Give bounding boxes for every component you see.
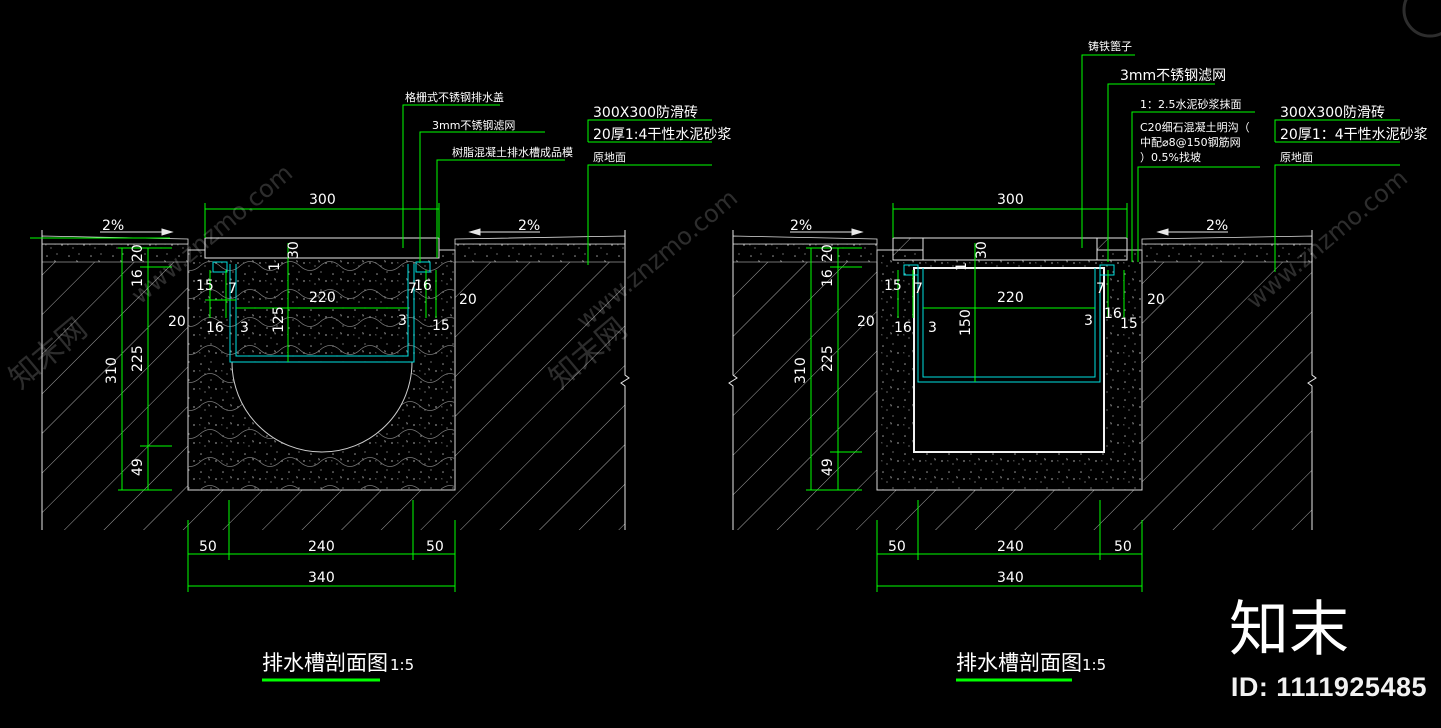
left-dim-3r: 3	[398, 313, 407, 329]
left-dim-7: 7	[228, 281, 237, 297]
left-earth-right	[455, 262, 625, 530]
left-dim-1: 1	[267, 262, 283, 271]
right-dim-340: 340	[997, 570, 1024, 586]
right-dim-50b: 50	[1114, 539, 1132, 555]
left-layer-mortar: 20厚1:4干性水泥砂浆	[593, 127, 731, 143]
right-dim-16r: 16	[1104, 306, 1122, 322]
left-dim-220: 220	[309, 290, 336, 306]
right-dim-3: 3	[928, 320, 937, 336]
right-callout-mesh: 3mm不锈钢滤网	[1120, 68, 1226, 84]
right-dim-30: 30	[974, 241, 990, 259]
right-dim-220: 220	[997, 290, 1024, 306]
right-dim-49: 49	[820, 458, 836, 476]
right-dim-15: 15	[884, 278, 902, 294]
brand-logo: 知末	[1229, 592, 1369, 665]
left-dim-20r: 20	[459, 292, 477, 308]
right-slope-right: 2%	[1206, 218, 1228, 234]
right-dim-20: 20	[820, 244, 836, 262]
right-dim-3r: 3	[1084, 313, 1093, 329]
left-dim-340: 340	[308, 570, 335, 586]
right-callout-grate: 铸铁篦子	[1088, 39, 1132, 53]
brand-id-text: ID: 1111925485	[1230, 672, 1427, 702]
left-section: 格栅式不锈钢排水盖 3mm不锈钢滤网 树脂混凝土排水槽成品模 300X300防滑…	[30, 90, 731, 682]
right-layer-tile: 300X300防滑砖	[1280, 104, 1385, 121]
right-scale: 1:5	[1082, 656, 1106, 674]
right-dim-7r: 7	[1096, 281, 1105, 297]
left-callout-channel: 树脂混凝土排水槽成品模	[452, 145, 573, 159]
left-dim-300: 300	[309, 192, 336, 208]
left-dim-49: 49	[130, 458, 146, 476]
left-slope-left: 2%	[102, 218, 124, 234]
right-dim-1: 1	[954, 262, 970, 271]
right-dim-16: 16	[820, 269, 836, 287]
left-dim-20: 20	[130, 244, 146, 262]
left-dim-225: 225	[130, 345, 146, 372]
left-layer-tile: 300X300防滑砖	[593, 104, 698, 121]
right-dim-225: 225	[820, 345, 836, 372]
right-dim-16b: 16	[894, 320, 912, 336]
left-dim-50a: 50	[199, 539, 217, 555]
left-earth-left	[42, 262, 188, 530]
left-dim-16b: 16	[206, 320, 224, 336]
right-dim-15r: 15	[1120, 316, 1138, 332]
right-slope-left: 2%	[790, 218, 812, 234]
right-dim-300: 300	[997, 192, 1024, 208]
right-earth-right	[1142, 262, 1312, 530]
right-dim-310: 310	[793, 357, 809, 384]
right-dim-240: 240	[997, 539, 1024, 555]
left-dim-15: 15	[196, 278, 214, 294]
left-dim-125: 125	[271, 306, 287, 333]
right-layer-ground: 原地面	[1280, 151, 1313, 164]
left-callout-cover: 格栅式不锈钢排水盖	[405, 90, 504, 104]
left-dim-3: 3	[240, 320, 249, 336]
right-title: 排水槽剖面图	[956, 651, 1082, 675]
left-layer-ground: 原地面	[593, 151, 626, 164]
left-dim-16r: 16	[414, 278, 432, 294]
left-dim-7r: 7	[408, 281, 417, 297]
left-scale: 1:5	[390, 656, 414, 674]
right-layer-mortar: 20厚1：4干性水泥砂浆	[1280, 127, 1428, 143]
right-callout-plaster: 1：2.5水泥砂浆抹面	[1140, 97, 1242, 111]
left-dim-310: 310	[104, 357, 120, 384]
left-title: 排水槽剖面图	[262, 651, 388, 675]
right-dim-20b: 20	[857, 314, 875, 330]
right-callout-c20-2: 中配⌀8@150钢筋网	[1140, 135, 1241, 149]
right-dim-150: 150	[958, 309, 974, 336]
right-dim-20r: 20	[1147, 292, 1165, 308]
left-dim-50b: 50	[426, 539, 444, 555]
svg-text:知末: 知末	[1229, 595, 1349, 662]
left-dim-16: 16	[130, 269, 146, 287]
left-dim-30: 30	[286, 241, 302, 259]
right-callout-c20-1: C20细石混凝土明沟（	[1140, 120, 1250, 134]
right-callout-c20-3: ）0.5%找坡	[1140, 150, 1201, 164]
right-dim-7: 7	[914, 281, 923, 297]
right-section: 铸铁篦子 3mm不锈钢滤网 1：2.5水泥砂浆抹面 C20细石混凝土明沟（ 中配…	[728, 39, 1428, 682]
right-earth-left	[733, 262, 877, 530]
left-dim-15r: 15	[432, 318, 450, 334]
left-dim-20b: 20	[168, 314, 186, 330]
left-callout-mesh: 3mm不锈钢滤网	[432, 119, 515, 132]
left-slope-right: 2%	[518, 218, 540, 234]
right-dim-50a: 50	[888, 539, 906, 555]
left-dim-240: 240	[308, 539, 335, 555]
